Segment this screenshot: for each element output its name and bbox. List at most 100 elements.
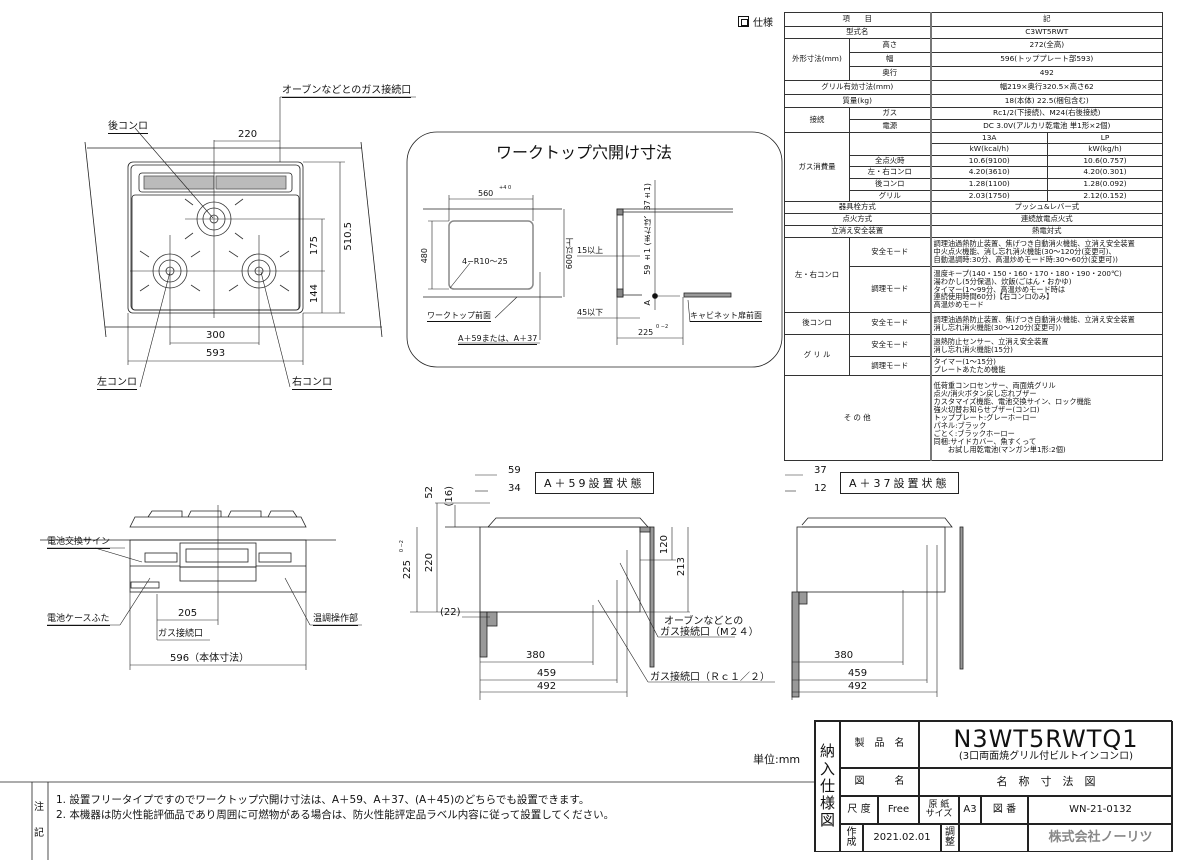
side-view-a59 [410, 474, 775, 700]
oven-gas-m24-label-1: オーブンなどとの [664, 616, 744, 627]
tol-225: 0 −2 [656, 324, 669, 330]
spec-label: 器具栓方式 [783, 201, 932, 214]
spec-value: 低荷重コンロセンサー、両面焼グリル 点火/消火ボタン戻し忘れブザー カスタマイズ… [929, 375, 1164, 461]
spec-symbol-icon [738, 16, 749, 27]
spec-label: 後コンロ [784, 312, 850, 335]
dim-459-a37: 459 [848, 668, 868, 679]
spec-value: 492 [929, 66, 1164, 81]
product-cell: N3WT5RWTQ1 (3口両面焼グリル付ビルトインコンロ) [919, 721, 1173, 768]
dim-52: 52 [424, 486, 435, 499]
dim-34: 34 [508, 483, 521, 494]
unit-label: 単位:mm [753, 753, 801, 766]
worktop-front-label: ワークトップ前面 [427, 311, 491, 322]
paper-size-value: A3 [959, 796, 981, 824]
spec-label: 型式名 [783, 26, 932, 39]
spec-value: 10.6(9100) [929, 155, 1049, 167]
dim-12: 12 [814, 483, 827, 494]
left-burner-label: 左コンロ [97, 377, 137, 390]
spec-value: 272(全高) [929, 38, 1164, 53]
a-offset-label: A＋59または、A＋37 [458, 334, 538, 345]
note-1: 1. 設置フリータイプですのでワークトップ穴開け寸法は、A＋59、A＋37、(A… [56, 794, 590, 806]
spec-value: 10.6(0.757) [1047, 155, 1164, 167]
dim-16: (16) [444, 486, 455, 507]
spec-col-13a: 13A [929, 132, 1049, 144]
dim-220-side: 220 [424, 553, 435, 573]
product-label: 製 品 名 [840, 721, 919, 768]
dim-380-a37: 380 [834, 650, 854, 661]
spec-value: Rc1/2(下接続)、M24(右後接続) [929, 107, 1164, 120]
spec-label: 全点火時 [848, 155, 932, 167]
dim-175: 175 [309, 236, 320, 256]
spec-value: 4.20(3610) [929, 166, 1049, 179]
dim-300: 300 [206, 330, 226, 341]
dim-596: 596（本体寸法） [170, 653, 250, 664]
spec-label: グ リ ル [784, 334, 850, 376]
spec-blank [848, 132, 932, 156]
battery-sign-label: 電池交換サイン [47, 537, 111, 549]
spec-value: 1.28(0.092) [1047, 178, 1164, 191]
spec-label: 質量(kg) [783, 94, 932, 108]
spec-label: 安全モード [848, 237, 932, 267]
front-view [40, 505, 362, 670]
dim-593: 593 [206, 348, 226, 359]
temp-control-label: 温調操作部 [313, 614, 359, 626]
drawing-label: 図 名 [840, 768, 919, 796]
dim-600: 600以上 [565, 238, 574, 270]
side-view-a37 [785, 474, 964, 700]
spec-value: 596(トッププレート部593) [929, 52, 1164, 67]
dim-459-a59: 459 [537, 668, 557, 679]
spec-unit: kW(kg/h) [1047, 143, 1164, 156]
dim-492-a37: 492 [848, 681, 868, 692]
spec-label: グリル有効寸法(mm) [783, 80, 932, 95]
notes-label: 注 記 [34, 802, 54, 839]
dim-480: 480 [420, 248, 429, 264]
dim-37: 37 [814, 465, 827, 476]
dim-560: 560 [478, 189, 494, 198]
spec-label: 安全モード [848, 312, 932, 335]
dim-45: 45以下 [577, 308, 604, 317]
spec-label: ガス消費量 [784, 132, 850, 202]
spec-label: 左・右コンロ [848, 166, 932, 179]
tol-225-side: 0 −2 [399, 540, 405, 553]
a59-title: A＋59設置状態 [535, 472, 654, 494]
dim-220: 220 [238, 129, 258, 140]
product-subtitle: (3口両面焼グリル付ビルトインコンロ) [958, 750, 1134, 762]
dim-59: 59 ±1 (または、37±1) [643, 183, 652, 275]
spec-value: プッシュ&レバー式 [929, 201, 1164, 214]
spec-label: 後コンロ [848, 178, 932, 191]
dim-213: 213 [676, 557, 687, 577]
cabinet-front-label: キャビネット扉前面 [690, 311, 762, 322]
dim-510-5: 510.5 [343, 222, 354, 251]
product-name: N3WT5RWTQ1 [953, 724, 1139, 753]
spec-label: 点火方式 [783, 213, 932, 226]
paper-size-label: 原 紙 サイズ [919, 796, 959, 824]
spec-value: 4.20(0.301) [1047, 166, 1164, 179]
spec-value: 熱電対式 [929, 225, 1164, 238]
note-2: 2. 本機器は防火性能評価品であり周囲に可燃物がある場合は、防火性能評定品ラベル… [56, 809, 615, 821]
spec-label: 調理モード [848, 266, 932, 313]
spec-value: 2.12(0.152) [1047, 190, 1164, 202]
spec-value: 過熱防止センサー、立消え安全装置 消し忘れ消火機能(15分) [929, 334, 1164, 357]
spec-label: そ の 他 [783, 375, 932, 461]
company-logo: 株式会社ノーリツ [1028, 824, 1173, 852]
dim-205: 205 [178, 608, 198, 619]
spec-label: 高さ [848, 38, 932, 53]
plan-view [84, 96, 416, 388]
dim-59-side: 59 [508, 465, 521, 476]
adjusted-value [959, 824, 1028, 852]
spec-label: 奥行 [848, 66, 932, 81]
scale-label: 尺 度 [840, 796, 878, 824]
adjusted-label: 調 整 [941, 824, 959, 852]
a37-title: A＋37設置状態 [840, 472, 959, 494]
battery-cover-label: 電池ケースふた [47, 614, 110, 626]
spec-label: 安全モード [848, 334, 932, 357]
spec-label: 外形寸法(mm) [784, 38, 850, 81]
dim-225-side: 225 [402, 560, 413, 580]
dim-225: 225 [638, 328, 654, 337]
gas-rc-label: ガス接続口（Ｒｃ１／２） [650, 672, 770, 683]
spec-model: C3WT5RWT [929, 26, 1164, 39]
spec-value: DC 3.0V(アルカリ乾電池 単1形×2個) [929, 119, 1164, 133]
dim-144: 144 [309, 284, 320, 304]
